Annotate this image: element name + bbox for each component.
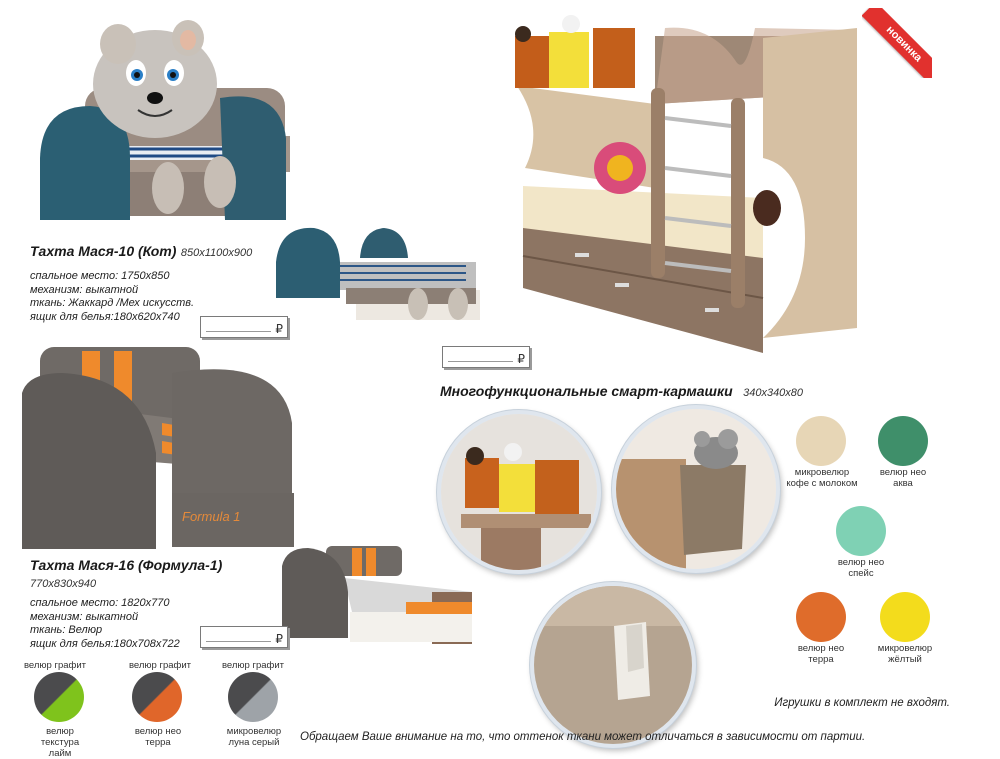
toys-note: Игрушки в комплект не входят. — [774, 697, 950, 709]
product1-currency: ₽ — [275, 322, 283, 336]
pockets-closeup-photo — [437, 410, 601, 574]
combo-top-label: велюр графит — [128, 660, 191, 671]
product2-title: Тахта Мася-16 (Формула-1) — [30, 557, 290, 575]
product2-spec-line: ящик для белья:180x708x722 — [30, 637, 180, 650]
product2-name: Тахта Мася-16 (Формула-1) — [30, 557, 223, 573]
combo-top-label: велюр графит — [23, 660, 86, 671]
product1-spec-line: ткань: Жаккард /Мех искусств. — [30, 297, 195, 309]
formula-sofa-photo: Formula 1 — [22, 343, 302, 553]
product2-spec-line: спальное место: 1820x770 — [30, 597, 170, 609]
swatch-label: велюр нео спейс — [837, 557, 885, 579]
product3-title: Многофункциональные смарт-кармашки 340x3… — [440, 383, 880, 401]
product1-title: Тахта Мася-10 (Кот) 850x1100x900 — [30, 243, 330, 261]
combo-bottom-label: велюр нео терра — [134, 726, 182, 748]
formula-sofa-open-photo — [282, 542, 482, 647]
product2-spec-line: ткань: Велюр — [30, 624, 103, 636]
product3-dimensions: 340x340x80 — [743, 387, 804, 399]
product2-specs: спальное место: 1820x770 механизм: выкат… — [30, 597, 260, 651]
product2-spec-line: механизм: выкатной — [30, 610, 139, 623]
product2-dimensions: 770x830x940 — [30, 578, 97, 590]
combo-top-label: велюр графит — [221, 660, 284, 671]
product1-spec-line: механизм: выкатной — [30, 283, 139, 296]
fabric-swatch-terra — [796, 592, 846, 642]
cat-sofa-open-photo — [276, 222, 482, 330]
fabric-combos: велюр графит велюр графит велюр графит в… — [20, 658, 320, 759]
product1-spec-line: спальное место: 1750x850 — [30, 270, 170, 282]
product2-currency: ₽ — [275, 632, 283, 646]
fabric-swatch-coffee — [796, 416, 846, 466]
product3-price-box[interactable]: ₽ — [442, 346, 530, 368]
product1-specs: спальное место: 1750x850 механизм: выкат… — [30, 270, 260, 324]
fabric-swatch-space — [836, 506, 886, 556]
combo-swatch — [132, 672, 182, 722]
combo-bottom-label: микровелюр луна серый — [226, 726, 282, 748]
product1-price-box[interactable]: ₽ — [200, 316, 288, 338]
product1-dimensions: 850x1100x900 — [180, 247, 253, 259]
swatch-label: велюр нео аква — [879, 467, 927, 489]
product1-spec-line: ящик для белья:180x620x740 — [30, 310, 180, 323]
combo-swatch — [34, 672, 84, 722]
bunk-bed-photo — [505, 8, 925, 380]
new-badge: новинка — [862, 8, 932, 78]
swatch-label: велюр нео терра — [797, 643, 845, 665]
swatch-label: микровелюр кофе с молоком — [786, 467, 858, 489]
new-badge-text: новинка — [862, 8, 932, 78]
swatch-label: микровелюр жёлтый — [877, 643, 933, 665]
product1-name: Тахта Мася-10 (Кот) — [30, 243, 177, 259]
combo-bottom-label: велюр текстура лайм — [40, 726, 80, 759]
pocket-mouse-photo — [612, 405, 780, 573]
disclaimer: Обращаем Ваше внимание на то, что оттено… — [300, 731, 866, 743]
product3-name: Многофункциональные смарт-кармашки — [440, 383, 733, 399]
fabric-swatch-yellow — [880, 592, 930, 642]
product2-price-box[interactable]: ₽ — [200, 626, 288, 648]
formula-logo-text: Formula 1 — [182, 509, 241, 524]
velcro-closeup-photo — [530, 582, 696, 748]
cat-sofa-photo — [30, 18, 290, 240]
product3-currency: ₽ — [517, 352, 525, 366]
fabric-swatch-aqua — [878, 416, 928, 466]
combo-swatch — [228, 672, 278, 722]
